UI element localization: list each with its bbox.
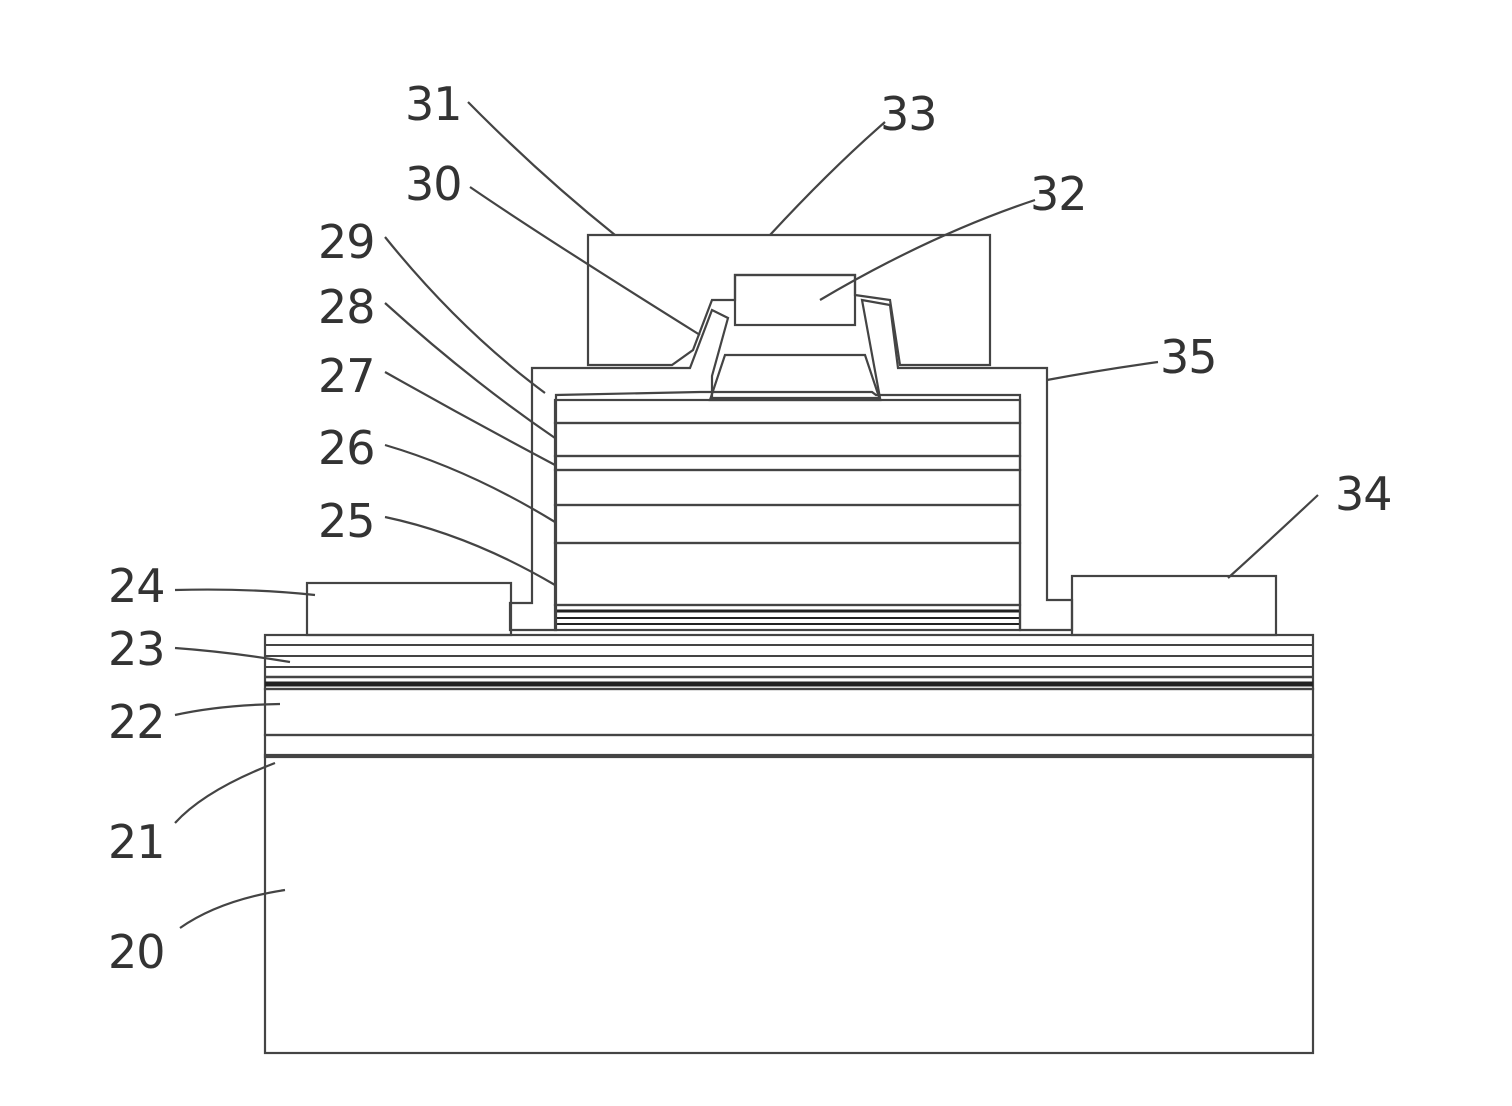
label-21: 21: [108, 815, 165, 869]
label-31: 31: [405, 77, 462, 131]
label-24: 24: [108, 559, 165, 613]
label-22: 22: [108, 695, 165, 749]
layer-29-ridge: [710, 355, 880, 400]
layer-27: [555, 470, 1020, 505]
label-27: 27: [318, 349, 375, 403]
contact-32: [735, 275, 855, 325]
passivation-35: [510, 300, 1072, 630]
electrode-34: [1072, 576, 1276, 635]
layer-25: [555, 543, 1020, 605]
label-33: 33: [880, 87, 937, 141]
label-23: 23: [108, 622, 165, 676]
electrode-24: [307, 583, 511, 635]
label-35: 35: [1160, 330, 1217, 384]
layer-26: [555, 505, 1020, 543]
mesa-stack: [555, 355, 1020, 630]
electrode-31-33: [588, 235, 990, 365]
label-25: 25: [318, 494, 375, 548]
label-26: 26: [318, 421, 375, 475]
label-32: 32: [1030, 167, 1087, 221]
layer-20-substrate: [265, 755, 1313, 1053]
label-29: 29: [318, 215, 375, 269]
layer-28: [555, 423, 1020, 456]
layer-23-multilayer: [265, 635, 1313, 689]
layer-22: [265, 689, 1313, 735]
label-20: 20: [108, 925, 165, 979]
label-28: 28: [318, 280, 375, 334]
layer-21: [265, 735, 1313, 757]
label-30: 30: [405, 157, 462, 211]
label-34: 34: [1335, 467, 1392, 521]
